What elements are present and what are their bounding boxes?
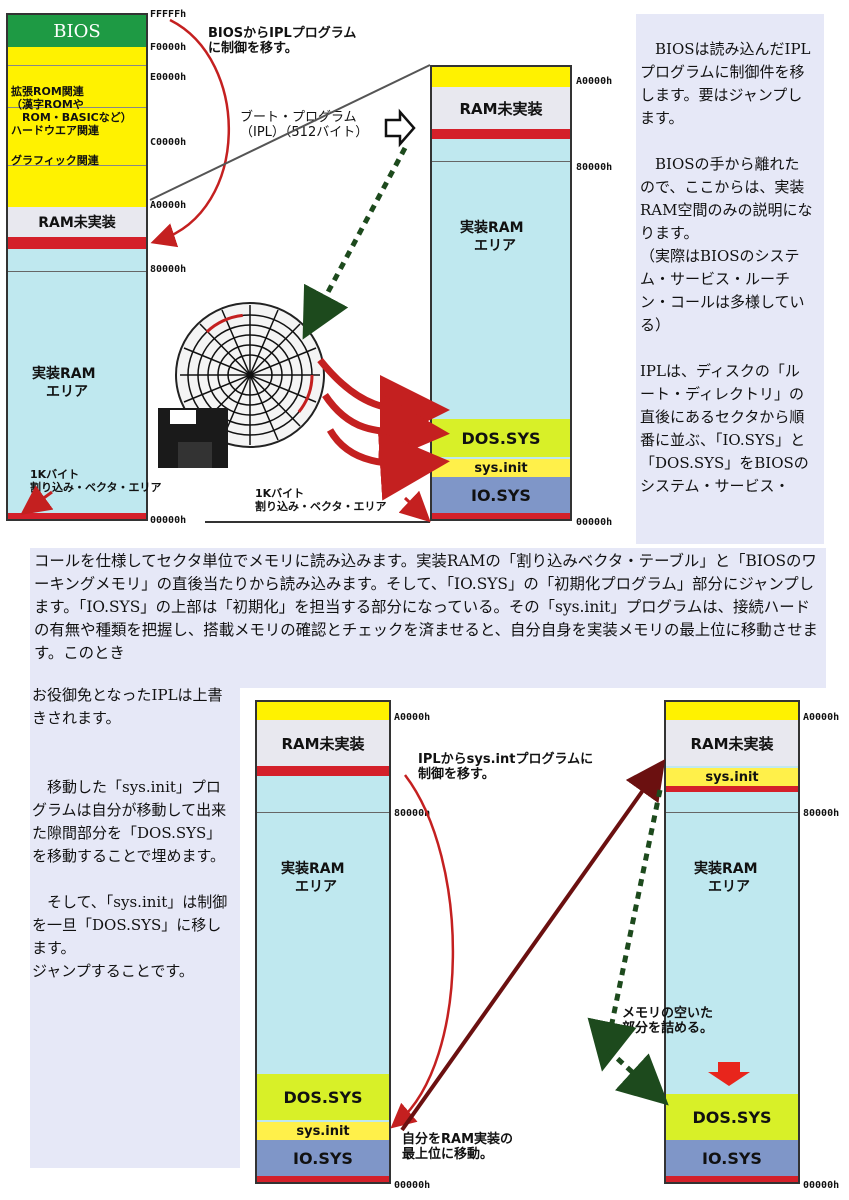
addr-80000: 80000h [150,264,187,275]
bios-label: BIOS [53,20,101,42]
boot-program-note: ブート・プログラム （IPL）（512バイト） [240,110,369,140]
right-para-1: BIOSは読み込んだIPLプログラムに制御件を移します。要はジャンプします。 [640,40,811,127]
vector-area-label-1: 1Kバイト 割り込み・ベクタ・エリア [30,468,162,494]
left-para-1: お役御免となったIPLは上書きされます。 [32,686,223,727]
ram-unimpl-region-3: RAM未実装 [257,720,389,766]
right-para-3: （実際はBIOSのシステム・サービス・ルーチン・コールは多様している） [640,247,805,334]
compact-arrow-down [606,1048,669,1106]
ram-unimpl-label-2: RAM未実装 [459,99,543,118]
addr-c0000: C0000h [150,137,187,148]
dos-sys-block-4: DOS.SYS [666,1094,798,1140]
rom-region: 拡張ROM関連 （漢字ROMや ROM・BASICなど） ハードウエア関連 グラ… [8,47,146,217]
impl-ram-label-3: 実装RAM エリア [281,861,345,895]
impl-ram-label-2: 実装RAM エリア [460,220,524,254]
ram-unimpl-label: RAM未実装 [38,215,116,231]
ram-unimpl-region: RAM未実装 [8,207,146,237]
ext-rom-label: 拡張ROM関連 （漢字ROMや ROM・BASICなど） ハードウエア関連 [11,85,132,137]
io-sys-label-3: IO.SYS [293,1148,353,1168]
io-sys-block-4: IO.SYS [666,1140,798,1176]
connector-top [149,64,431,201]
addr-80000-2: 80000h [576,162,613,173]
ipl-to-sysinit-note: IPLからsys.intプログラムに 制御を移す。 [418,752,594,782]
addr-80000-4: 80000h [803,808,840,819]
io-sys-label-4: IO.SYS [702,1148,762,1168]
dos-sys-label-3: DOS.SYS [283,1087,363,1107]
arrows-top [20,18,450,523]
red-band-2 [432,129,570,139]
vector-band [8,513,146,519]
load-arrow-3 [326,428,450,501]
addr-a0000-4: A0000h [803,712,840,723]
addr-a0000-2: A0000h [576,76,613,87]
addr-80000-3: 80000h [394,808,431,819]
graphic-label: グラフィック関連 [11,154,99,167]
load-arrow-1 [317,357,450,445]
right-para-4: IPLは、ディスクの「ルート・ディレクトリ」の直後にあるセクタから順番に並ぶ、「… [640,362,809,495]
sys-init-label: sys.init [474,460,528,476]
ipl-to-disk-arrow [302,146,408,340]
ram-unimpl-region-4: RAM未実装 [666,720,798,766]
addr-00000: 00000h [150,515,187,526]
addr-a0000-3: A0000h [394,712,431,723]
ram-unimpl-label-4: RAM未実装 [690,734,774,753]
compact-arrow-up [587,789,663,1072]
bios-to-ipl-note: BIOSからIPLプログラム に制御を移す。 [208,26,357,56]
memory-map-loaded: RAM未実装 実装RAM エリア DOS.SYS sys.init IO.SYS [430,65,572,521]
move-to-top-note: 自分をRAM実装の 最上位に移動。 [402,1132,514,1162]
vector-band-4 [666,1176,798,1182]
ram-unimpl-label-3: RAM未実装 [281,734,365,753]
addr-00000-3: 00000h [394,1180,431,1191]
vector-band-3 [257,1176,389,1182]
addr-a0000: A0000h [150,200,187,211]
ram-unimpl-region-2: RAM未実装 [432,87,570,129]
wide-text-panel: コールを仕様してセクタ単位でメモリに読み込みます。実装RAMの「割り込みベクタ・… [30,548,826,688]
ipl-to-sysinit-arrow [390,774,455,1129]
left-text-panel: お役御免となったIPLは上書きされます。 移動した「sys.init」プログラム… [30,684,240,1168]
addr-00000-2: 00000h [576,517,613,528]
dos-sys-label-4: DOS.SYS [692,1107,772,1127]
dos-sys-block-3: DOS.SYS [257,1074,389,1120]
impl-ram-label: 実装RAM エリア [32,366,96,400]
arrows-bottom [390,758,750,1132]
io-sys-block: IO.SYS [432,477,570,513]
addr-e0000: E0000h [150,72,187,83]
rom-strip [432,67,570,87]
dos-sys-block: DOS.SYS [432,419,570,457]
rom-strip-4 [666,702,798,720]
red-band-4 [666,786,798,792]
move-sysinit-arrow [400,758,666,1132]
down-arrow [708,1062,750,1086]
rom-strip-3 [257,702,389,720]
compact-note: メモリの空いた 部分を詰める。 [622,1006,714,1036]
vector-area-label-2: 1Kバイト 割り込み・ベクタ・エリア [255,487,387,513]
left-para-2: 移動した「sys.init」プログラムは自分が移動して出来た隙間部分を「DOS.… [32,778,227,865]
memory-map-before-move: RAM未実装 実装RAM エリア DOS.SYS sys.init IO.SYS [255,700,391,1184]
left-para-3: そして、「sys.init」は制御を一旦「DOS.SYS」に移します。 ジャンプ… [32,893,228,980]
right-para-2: BIOSの手から離れたので、ここからは、実装RAM空間のみの説明になります。 [640,155,813,242]
addr-00000-4: 00000h [803,1180,840,1191]
red-band [8,237,146,249]
sys-init-label-3: sys.init [296,1123,350,1139]
memory-map-after-move: RAM未実装 sys.init 実装RAM エリア DOS.SYS IO.SYS [664,700,800,1184]
vector-band-2 [432,513,570,519]
io-sys-block-3: IO.SYS [257,1140,389,1176]
bios-region: BIOS [8,15,146,47]
right-text-panel: BIOSは読み込んだIPLプログラムに制御件を移します。要はジャンプします。 B… [636,14,824,544]
red-band-3 [257,766,389,776]
boot-pointer-arrow [384,108,416,148]
io-sys-label: IO.SYS [471,485,531,505]
dos-sys-label: DOS.SYS [461,428,541,448]
floppy-disk-icon [158,408,228,468]
sys-init-block-4: sys.init [666,768,798,786]
sys-init-block-3: sys.init [257,1122,389,1140]
sys-init-block: sys.init [432,459,570,477]
bios-to-ipl-arrow [150,18,231,248]
impl-ram-label-4: 実装RAM エリア [694,861,758,895]
sys-init-label-4: sys.init [705,769,759,785]
addr-fffff: FFFFFh [150,9,187,20]
addr-f0000: F0000h [150,42,187,53]
wide-paragraph: コールを仕様してセクタ単位でメモリに読み込みます。実装RAMの「割り込みベクタ・… [34,552,818,662]
memory-map-full: BIOS 拡張ROM関連 （漢字ROMや ROM・BASICなど） ハードウエア… [6,13,148,521]
